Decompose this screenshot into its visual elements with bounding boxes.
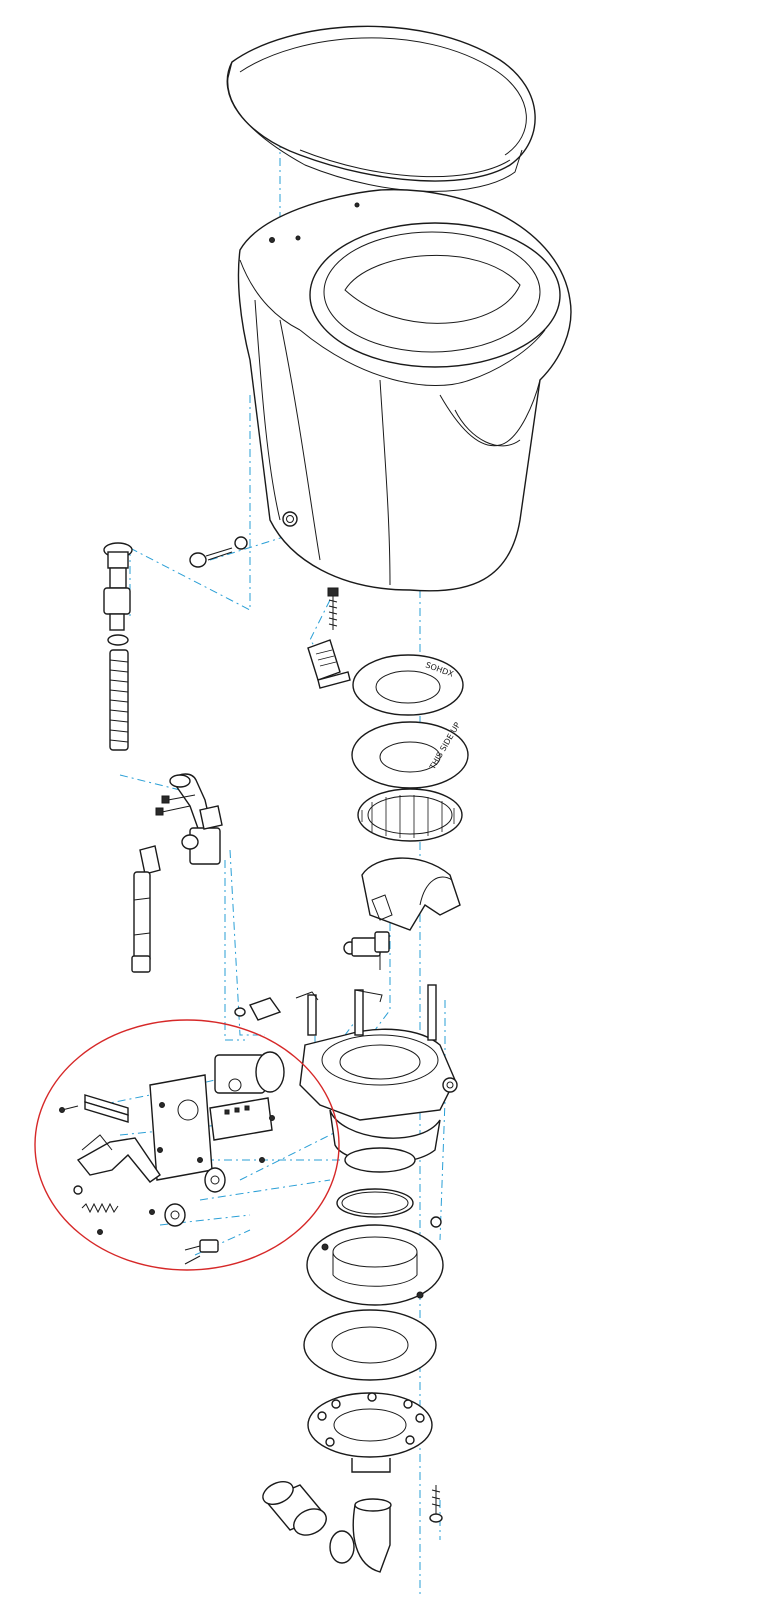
- ball-bearing-ring: [357, 788, 463, 842]
- valve-screws: [155, 794, 196, 816]
- fitting-screw: [189, 536, 248, 568]
- pump-base-housing: [299, 1028, 456, 1173]
- flush-inlet-fitting: [103, 542, 133, 646]
- shaft-coupling: [343, 931, 390, 970]
- detail-spring: [81, 1202, 119, 1214]
- detail-gear-knob: [204, 1167, 226, 1193]
- detail-mounting-plate: [149, 1074, 213, 1181]
- detail-screws: [59, 1105, 275, 1235]
- pump-washer-right: [442, 1077, 458, 1093]
- detail-bracket-strip: [84, 1094, 129, 1123]
- flange-gasket: [303, 1309, 437, 1381]
- outlet-pipe-section: [262, 1480, 327, 1536]
- pump-studs: [295, 984, 437, 1041]
- detail-cam-wheel: [164, 1203, 186, 1227]
- mounting-bracket: [307, 639, 351, 689]
- mounting-screw-vertical: [327, 587, 339, 630]
- pump-mount-bracket: [234, 997, 282, 1021]
- corrugated-hose: [109, 649, 129, 751]
- detail-switch: [184, 1239, 219, 1265]
- outlet-elbow: [329, 1498, 392, 1573]
- electrical-detail-callout: [34, 1019, 340, 1271]
- detail-motor: [214, 1051, 285, 1094]
- valve-hose: [131, 845, 161, 973]
- bottom-seal-ring: THIS SIDE UP: [351, 721, 469, 789]
- water-valve: [169, 773, 223, 865]
- pump-cover: [361, 857, 461, 931]
- detail-lever-arm: [76, 1134, 161, 1183]
- floor-flange: [307, 1392, 433, 1473]
- detail-circuit-board: [209, 1097, 273, 1141]
- o-ring: [336, 1188, 414, 1218]
- toilet-seat-lid: [226, 25, 536, 192]
- flange-screw: [429, 1485, 443, 1523]
- top-seal-ring: SOHDX: [352, 654, 464, 716]
- flange-adapter: [306, 1216, 444, 1306]
- toilet-bowl: [237, 188, 572, 592]
